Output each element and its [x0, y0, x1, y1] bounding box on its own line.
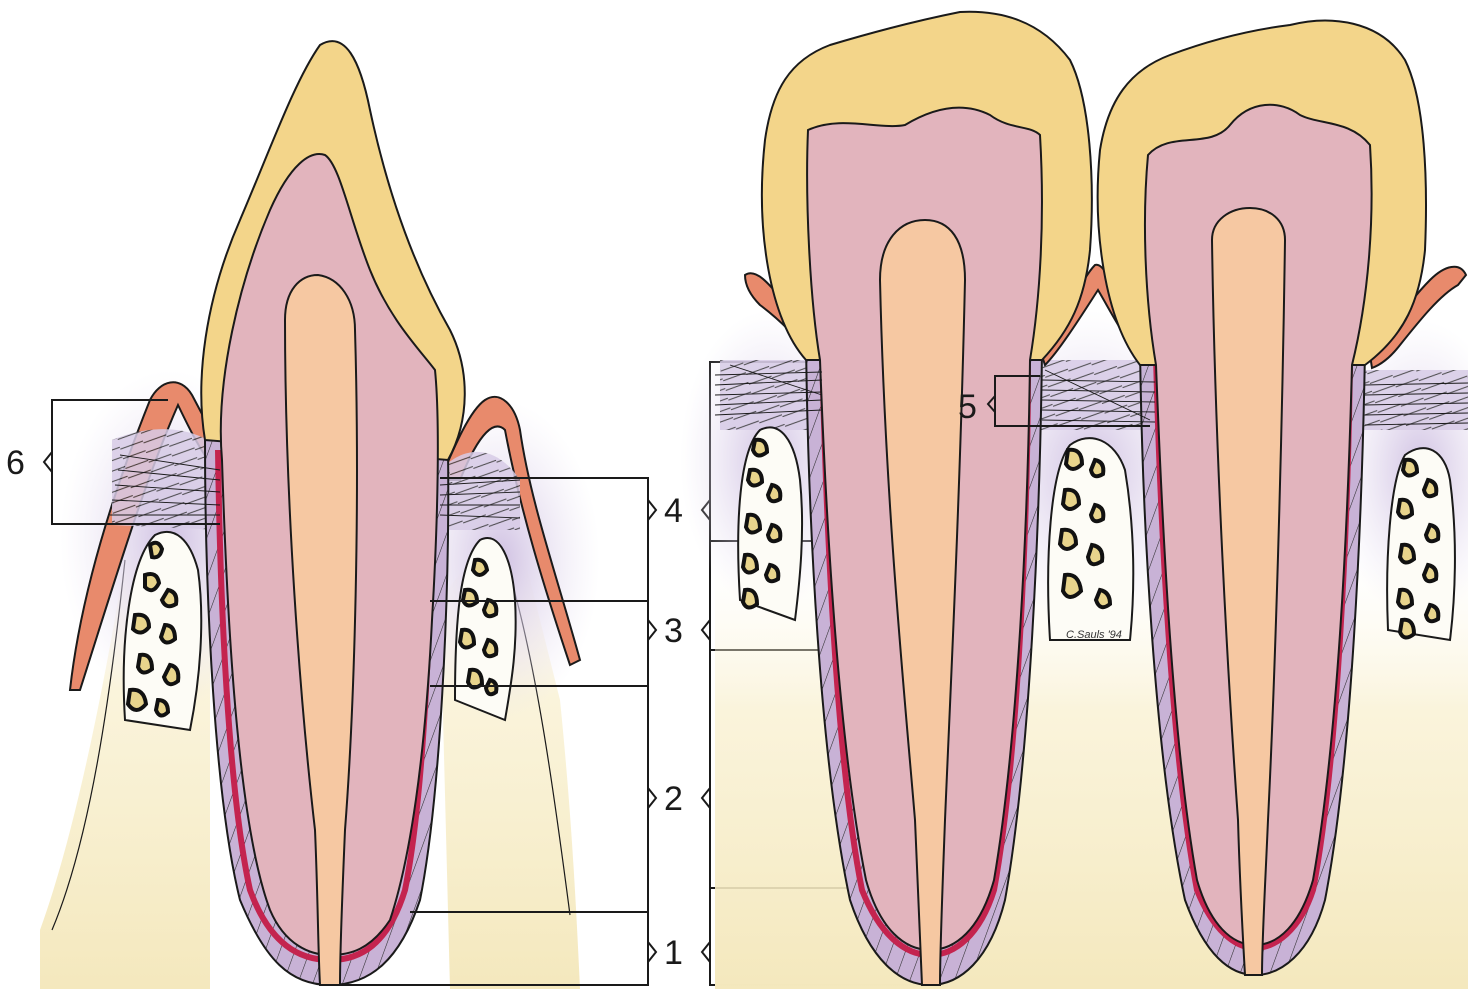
artist-signature: C.Sauls '94: [1066, 629, 1122, 641]
label-6-text: 6: [6, 444, 25, 482]
label-1: 1: [648, 934, 710, 972]
label-2: 2: [648, 780, 710, 818]
label-1-text: 1: [664, 934, 683, 972]
label-3: 3: [648, 612, 710, 650]
label-2-text: 2: [664, 780, 683, 818]
label-5-text: 5: [958, 388, 977, 426]
label-4-text: 4: [664, 492, 683, 530]
right-bone-crest-3: [1387, 448, 1455, 640]
label-3-text: 3: [664, 612, 683, 650]
